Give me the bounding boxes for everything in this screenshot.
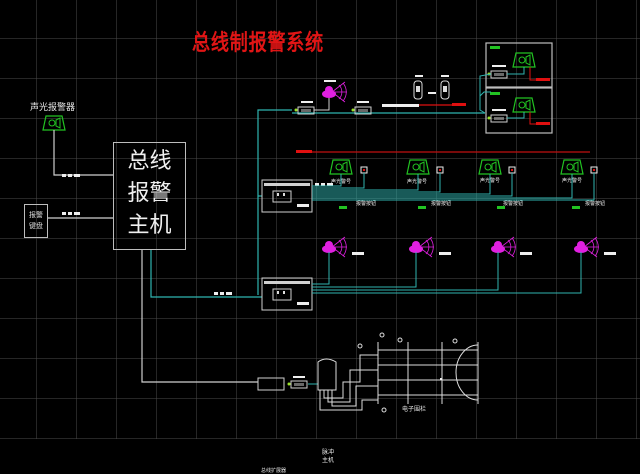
alarm-keyboard: 报警 键盘 xyxy=(24,204,48,238)
fence-module xyxy=(287,380,308,389)
pulse-host-line-2: 主机 xyxy=(322,457,335,464)
button-label-2: 报警按钮 xyxy=(431,201,452,207)
host-line-3: 主机 xyxy=(127,213,172,238)
row3-detector-4 xyxy=(573,236,600,258)
beam-transmitter xyxy=(413,80,423,100)
row3-detector-2 xyxy=(408,236,435,258)
host-line-1: 总线 xyxy=(127,149,172,174)
keyboard-line-1: 报警 xyxy=(29,211,43,219)
bus-alarm-host: 总线 报警 主机 xyxy=(113,142,186,250)
pulse-host xyxy=(317,358,337,391)
box2-siren xyxy=(512,97,536,113)
button-label-4: 报警按钮 xyxy=(585,201,606,207)
button-label-3: 报警按钮 xyxy=(503,201,524,207)
cad-canvas xyxy=(0,0,640,439)
row2-siren-1 xyxy=(329,159,353,175)
box1-siren xyxy=(512,52,536,68)
row2-siren-2 xyxy=(406,159,430,175)
row2-siren-3 xyxy=(478,159,502,175)
bus-expander-label: 总线扩展器 xyxy=(261,468,287,474)
host-line-2: 报警 xyxy=(127,181,172,206)
panel-1 xyxy=(261,179,313,213)
wiring-diagram xyxy=(42,42,616,413)
row3-detector-1 xyxy=(321,236,348,258)
button-label-1: 报警按钮 xyxy=(356,201,377,207)
row2-siren-4 xyxy=(560,159,584,175)
sound-light-alarm-label: 声光报警器 xyxy=(30,103,76,113)
pulse-host-label: 脉冲 主机 xyxy=(322,449,334,465)
box2-module xyxy=(487,114,508,123)
siren-label-2: 声光警号 xyxy=(407,179,428,185)
diagram-title: 总线制报警系统 xyxy=(192,31,325,56)
bus-expander xyxy=(257,377,285,391)
top-detector xyxy=(321,81,348,103)
electronic-fence-label: 电子围栏 xyxy=(402,406,427,413)
keyboard-line-2: 键盘 xyxy=(29,222,43,230)
panel-2 xyxy=(261,277,313,311)
left-sound-light-alarm xyxy=(42,115,66,131)
row3-detector-3 xyxy=(490,236,517,258)
beam-receiver xyxy=(440,80,450,100)
pulse-host-line-1: 脉冲 xyxy=(322,449,335,456)
